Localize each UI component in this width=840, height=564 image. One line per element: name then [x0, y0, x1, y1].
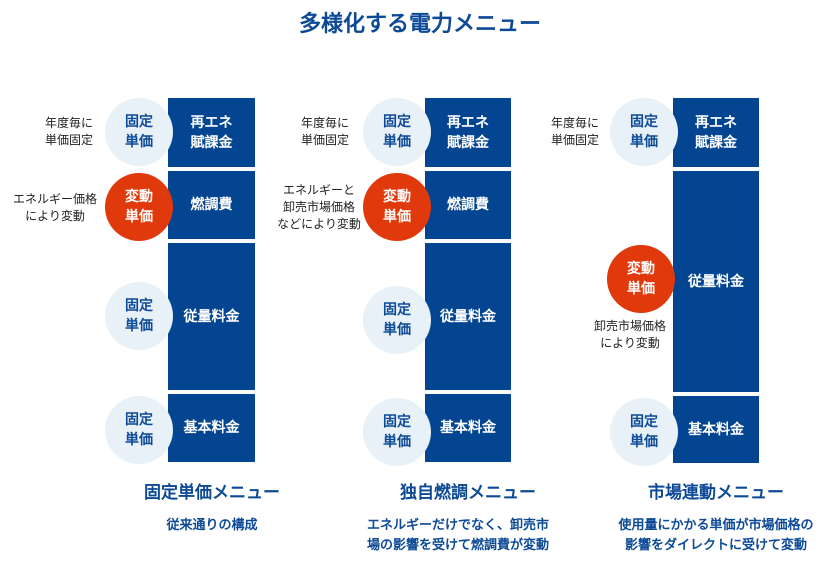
note-fixed-yearly: 年度毎に 単価固定	[300, 116, 349, 147]
menu-desc-own-fuel: エネルギーだけでなく、卸売市 場の影響を受けて燃調費が変動	[366, 518, 549, 553]
fixed-price-badge: 固定 単価	[363, 398, 431, 466]
menu-title-fixed: 固定単価メニュー	[144, 483, 280, 503]
block-fuel-adjustment: 燃調費	[425, 171, 511, 239]
note-energy-price: エネルギー価格 により変動	[12, 192, 97, 223]
fixed-price-badge: 固定 単価	[610, 98, 678, 166]
menu-title-market-linked: 市場連動メニュー	[648, 483, 784, 503]
note-fixed-yearly: 年度毎に 単価固定	[44, 116, 93, 147]
menu-desc-fixed: 従来通りの構成	[166, 518, 258, 533]
fixed-price-badge: 固定 単価	[363, 286, 431, 354]
block-base-charge: 基本料金	[168, 394, 255, 462]
note-energy-market-price: エネルギーと 卸売市場価格 などにより変動	[277, 183, 361, 231]
fixed-price-badge: 固定 単価	[105, 282, 173, 350]
menu-title-own-fuel: 独自燃調メニュー	[400, 483, 536, 503]
block-base-charge: 基本料金	[425, 394, 511, 462]
block-base-charge: 基本料金	[673, 396, 759, 463]
variable-price-badge: 変動 単価	[363, 173, 431, 241]
menu-desc-market-linked: 使用量にかかる単価が市場価格の 影響をダイレクトに受けて変動	[618, 518, 814, 553]
fixed-price-badge: 固定 単価	[610, 398, 678, 466]
block-usage-charge: 従量料金	[425, 243, 511, 390]
block-usage-charge: 従量料金	[673, 171, 759, 392]
diagram-title: 多様化する電力メニュー	[298, 12, 541, 37]
block-usage-charge: 従量料金	[168, 243, 255, 390]
variable-price-badge: 変動 単価	[607, 245, 675, 313]
note-fixed-yearly: 年度毎に 単価固定	[550, 116, 599, 147]
fixed-price-badge: 固定 単価	[363, 98, 431, 166]
fixed-price-badge: 固定 単価	[105, 396, 173, 464]
variable-price-badge: 変動 単価	[105, 173, 173, 241]
block-renewable-levy: 再エネ 賦課金	[673, 98, 759, 167]
block-renewable-levy: 再エネ 賦課金	[425, 98, 511, 167]
fixed-price-badge: 固定 単価	[105, 98, 173, 166]
block-fuel-adjustment: 燃調費	[168, 171, 255, 239]
note-market-price: 卸売市場価格 により変動	[593, 319, 666, 350]
block-renewable-levy: 再エネ 賦課金	[168, 98, 255, 167]
